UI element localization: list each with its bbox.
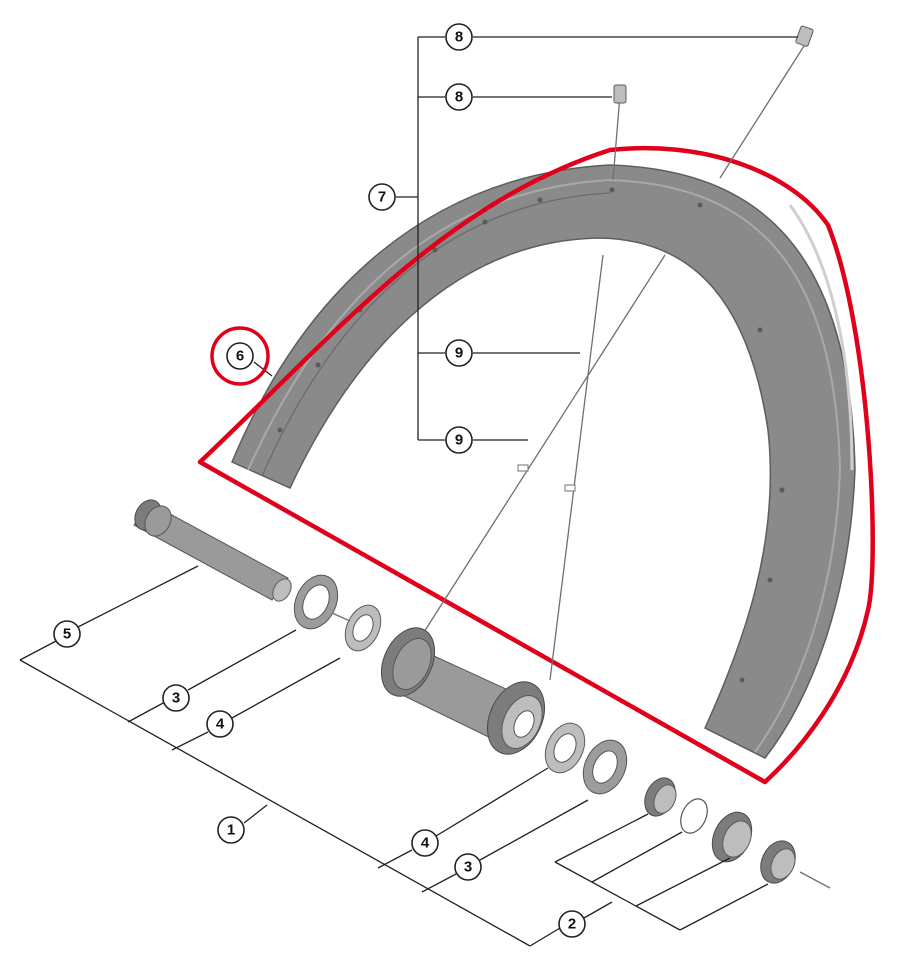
- svg-text:9: 9: [455, 432, 463, 449]
- callout-7: 7: [368, 183, 396, 211]
- svg-text:6: 6: [236, 348, 244, 365]
- callout-9-upper: 9: [445, 339, 473, 367]
- svg-text:5: 5: [63, 626, 71, 643]
- callout-6-highlight-ring: [210, 326, 270, 386]
- callout-9-lower: 9: [445, 426, 473, 454]
- cone-part: [644, 777, 677, 817]
- callout-2: 2: [558, 910, 586, 938]
- svg-text:4: 4: [216, 716, 225, 733]
- bearing-left: [344, 604, 382, 652]
- o-ring: [680, 798, 708, 834]
- axle-icon: [133, 499, 292, 602]
- svg-text:1: 1: [227, 822, 235, 839]
- svg-text:4: 4: [421, 835, 430, 852]
- callout-1: 1: [217, 816, 245, 844]
- svg-text:8: 8: [455, 29, 463, 46]
- nipple-icon: [613, 25, 814, 104]
- svg-text:8: 8: [455, 89, 463, 106]
- callout-8-second: 8: [445, 83, 473, 111]
- callout-3-left: 3: [162, 684, 190, 712]
- end-cap-2: [760, 840, 796, 884]
- washer-left: [293, 574, 339, 630]
- svg-text:3: 3: [464, 859, 472, 876]
- highlight-outline: [197, 145, 875, 785]
- callout-4-right: 4: [411, 829, 439, 857]
- svg-text:2: 2: [568, 916, 576, 933]
- hub-body-icon: [380, 627, 546, 755]
- callout-3-right: 3: [454, 853, 482, 881]
- callout-5: 5: [53, 620, 81, 648]
- end-cap-1: [711, 811, 753, 863]
- svg-text:7: 7: [378, 189, 386, 206]
- svg-text:3: 3: [172, 690, 180, 707]
- callout-8-top: 8: [445, 23, 473, 51]
- svg-text:9: 9: [455, 345, 463, 362]
- rim-body: [231, 164, 856, 759]
- rim-icon: [231, 164, 856, 759]
- leader-lines: [19, 36, 798, 947]
- callout-6: 6: [210, 326, 270, 386]
- spoke-icon: [423, 34, 812, 681]
- callout-4-left: 4: [206, 710, 234, 738]
- washer-right: [582, 739, 628, 795]
- bearing-right: [544, 722, 586, 774]
